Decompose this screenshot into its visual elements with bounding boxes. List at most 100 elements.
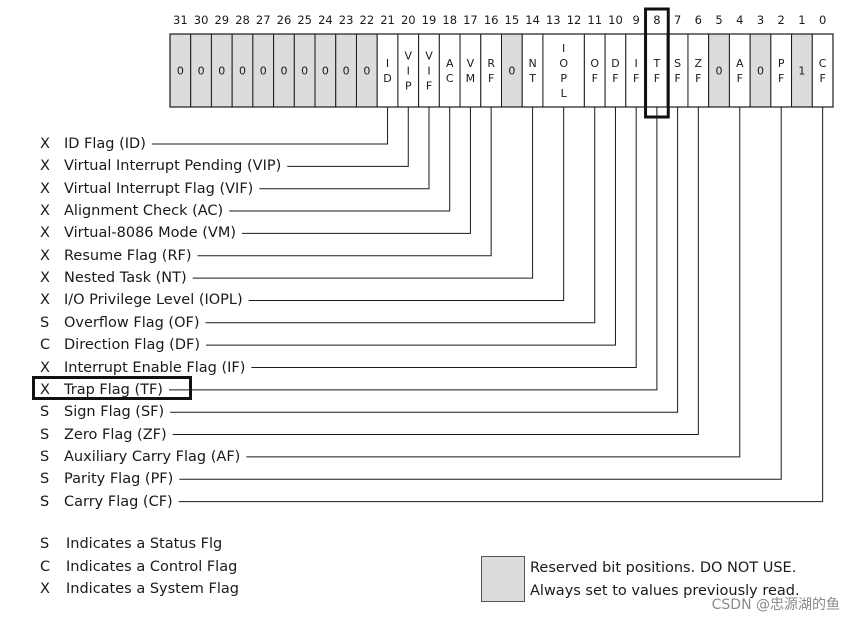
flag-type: S [40, 404, 50, 421]
flag-type: X [40, 247, 50, 264]
cell-text-23: 0 [343, 65, 350, 78]
bit-number-4: 4 [736, 13, 743, 27]
flag-label: Interrupt Enable Flag (IF) [64, 359, 246, 376]
leader-line-bit-19 [259, 107, 430, 190]
bit-number-17: 17 [463, 13, 478, 27]
legend-text: Indicates a System Flag [66, 581, 239, 597]
flag-type: X [40, 136, 50, 152]
bit-number-13: 13 [546, 13, 561, 27]
cell-bit-17 [459, 33, 482, 108]
cell-text-31: 0 [177, 65, 184, 78]
flag-row: S Sign Flag (SF) [40, 402, 164, 422]
leader-line-bit-18 [229, 107, 451, 212]
cell-text-15: 0 [508, 65, 515, 78]
cell-text-5: 0 [716, 65, 723, 78]
flag-type: S [40, 471, 50, 488]
flag-label: Direction Flag (DF) [64, 337, 201, 354]
flag-label: I/O Privilege Level (IOPL) [64, 292, 243, 309]
register-frame [169, 33, 834, 108]
flag-label: Parity Flag (PF) [64, 471, 174, 488]
bit-number-24: 24 [318, 13, 333, 27]
flag-type: X [40, 359, 50, 376]
cell-bit-14 [521, 33, 544, 108]
bit-number-30: 30 [194, 13, 209, 27]
bit-number-25: 25 [297, 13, 312, 27]
cell-bit-9 [625, 33, 648, 108]
bit-number-10: 10 [608, 13, 623, 27]
cell-bit-21 [376, 33, 399, 108]
flag-type: S [40, 314, 50, 331]
leader-line-bit-14 [192, 107, 534, 279]
bit-number-1: 1 [798, 13, 805, 27]
bit-number-9: 9 [633, 13, 640, 27]
bit-number-5: 5 [715, 13, 722, 27]
bit-number-31: 31 [173, 13, 188, 27]
cell-bit-11 [583, 33, 606, 108]
cell-bit-6 [687, 33, 710, 108]
legend-type: C [40, 558, 51, 575]
flag-type: S [40, 448, 50, 465]
flag-type: X [40, 270, 50, 287]
cell-bit-7 [666, 33, 689, 108]
flag-row: X Interrupt Enable Flag (IF) [40, 358, 245, 378]
cell-text-29: 0 [218, 65, 225, 78]
flag-type: X [40, 203, 50, 220]
cell-bit-10 [604, 33, 627, 108]
flag-label: Auxiliary Carry Flag (AF) [64, 448, 241, 465]
bit-number-27: 27 [256, 13, 271, 27]
flag-label: Virtual Interrupt Flag (VIF) [64, 180, 254, 197]
bit-number-11: 11 [587, 13, 602, 27]
bit-number-6: 6 [695, 13, 702, 27]
flag-type: S [40, 426, 50, 443]
bit-number-14: 14 [525, 13, 540, 27]
cell-bit-4 [728, 33, 751, 108]
flag-row: X Virtual Interrupt Flag (VIF) [40, 179, 253, 199]
leader-line-bit-21 [151, 107, 389, 145]
cell-bit-8 [646, 33, 668, 108]
cell-text-1: 1 [798, 65, 805, 78]
flag-type: X [40, 180, 50, 197]
flag-label: Trap Flag (TF) [64, 381, 163, 398]
flag-label: Sign Flag (SF) [64, 404, 165, 421]
flag-row: X ID Flag (ID) [40, 134, 146, 154]
cell-text-26: 0 [280, 65, 287, 78]
flag-label: Virtual-8086 Mode (VM) [64, 225, 236, 242]
cell-text-30: 0 [198, 65, 205, 78]
flag-type: X [40, 381, 50, 398]
legend-text: Indicates a Control Flag [66, 558, 238, 575]
cell-text-3: 0 [757, 65, 764, 78]
legend-type: X [40, 581, 50, 597]
bit-number-26: 26 [277, 13, 292, 27]
bit-number-0: 0 [819, 13, 826, 27]
leader-line-bit-4 [246, 107, 741, 458]
cell-text-27: 0 [260, 65, 267, 78]
legend-text: Indicates a Status Flg [66, 536, 223, 552]
leader-line-bit-0 [178, 107, 824, 503]
flag-label: Carry Flag (CF) [64, 493, 173, 510]
bit-number-15: 15 [505, 13, 520, 27]
flag-row: X Trap Flag (TF) [40, 380, 163, 400]
flag-type: X [40, 158, 50, 175]
bit-number-7: 7 [674, 13, 681, 27]
leader-line-bit-17 [241, 107, 471, 234]
flag-row: S Auxiliary Carry Flag (AF) [40, 447, 240, 467]
flag-label: ID Flag (ID) [64, 136, 146, 152]
